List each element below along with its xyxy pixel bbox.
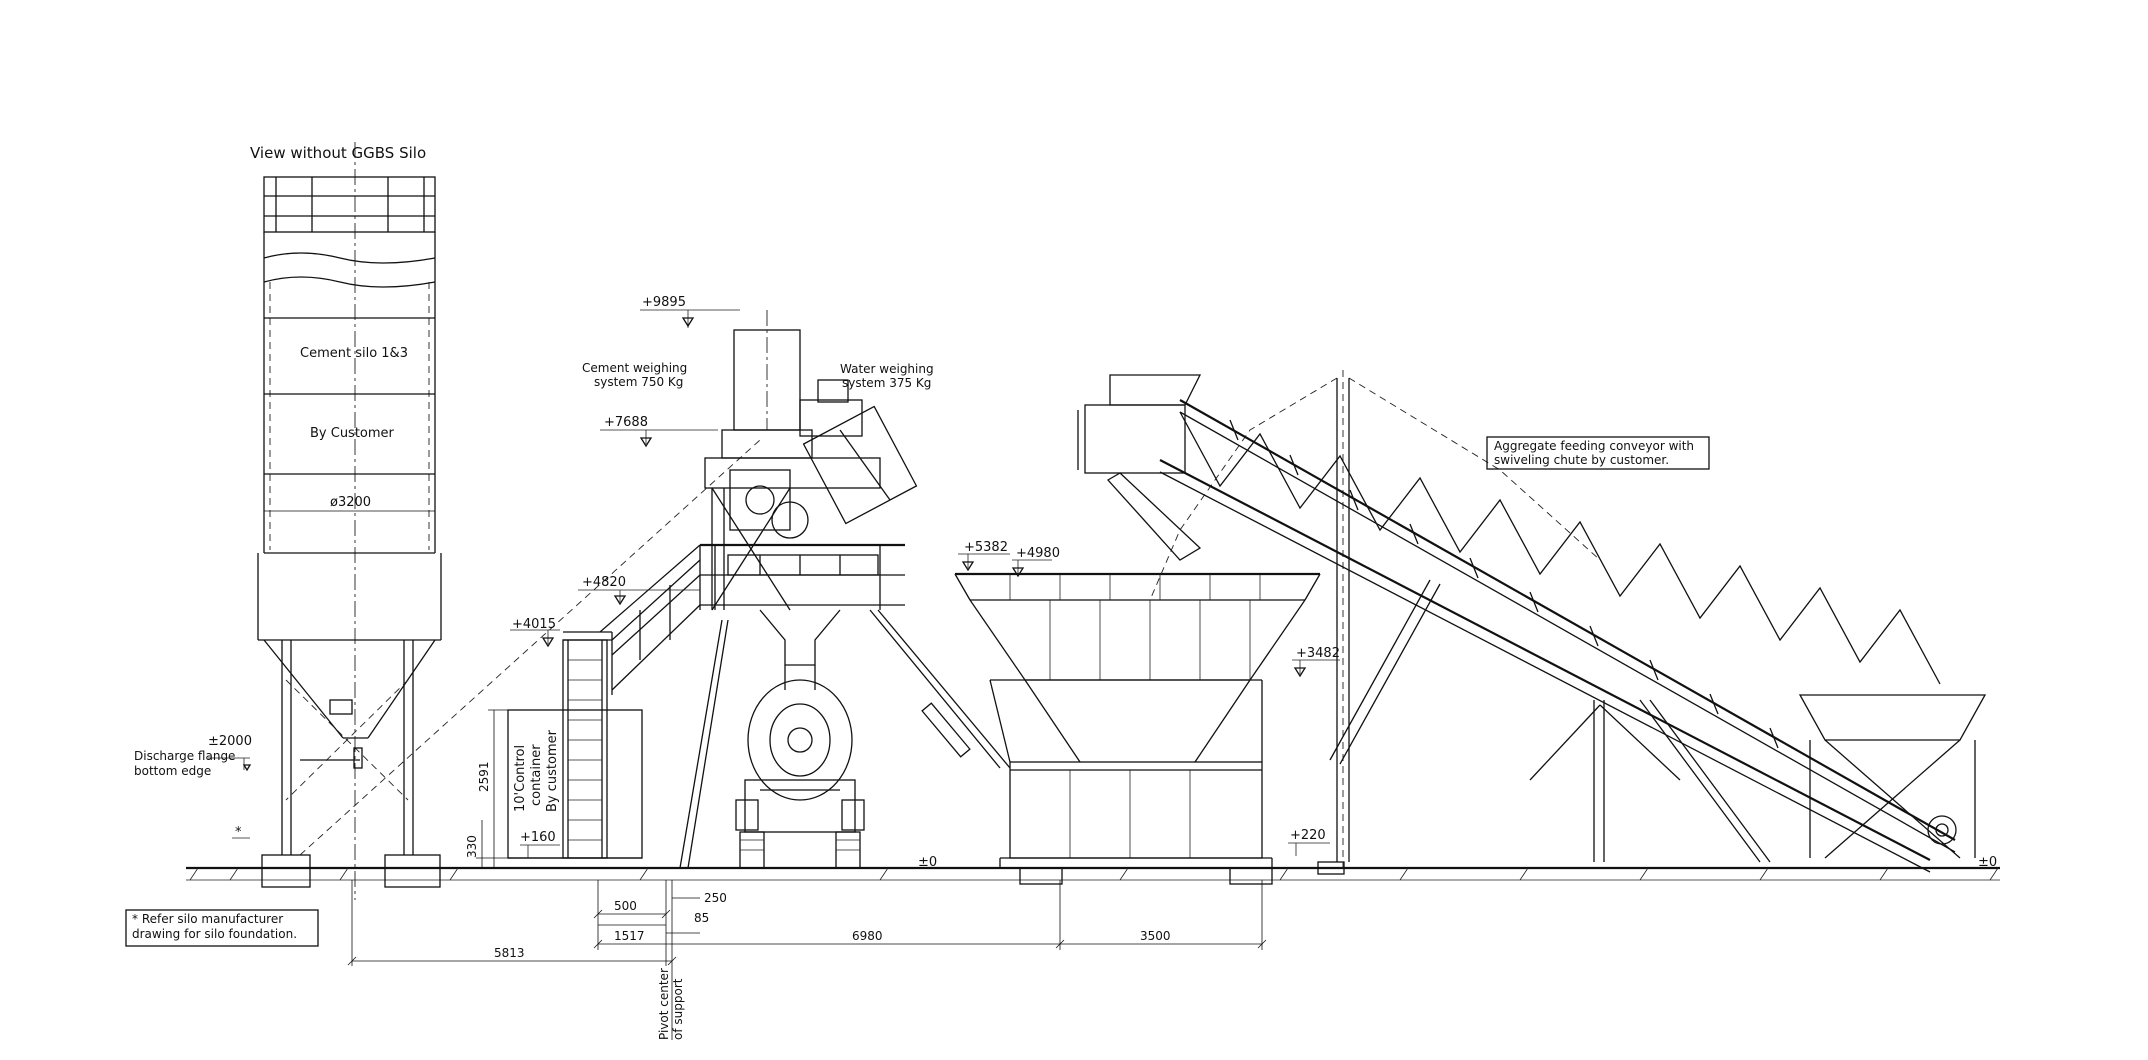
elev-step: +160 <box>520 830 556 845</box>
foundation-note-2: drawing for silo foundation. <box>132 927 297 941</box>
elev-bin-top: +5382 <box>964 540 1008 555</box>
silo-diameter: ø3200 <box>330 495 371 510</box>
discharge-note-2: bottom edge <box>134 764 211 778</box>
cement-weighing-2: system 750 Kg <box>594 375 683 389</box>
elev-ground-b: ±0 <box>1978 855 1997 870</box>
dim-container-height: 2591 <box>477 761 491 792</box>
cement-weighing-1: Cement weighing <box>582 361 687 375</box>
discharge-note-1: Discharge flange <box>134 749 235 763</box>
view-title: View without GGBS Silo <box>250 144 426 162</box>
elev-bin-foot: +220 <box>1290 828 1326 843</box>
container-label-1: 10'Control <box>513 745 528 812</box>
elev-mixer: +7688 <box>604 415 648 430</box>
cement-silo <box>257 142 761 900</box>
silo-supplier: By Customer <box>310 426 395 441</box>
conveyor-note-2: swiveling chute by customer. <box>1494 453 1669 467</box>
dimension-lines <box>347 709 1267 1040</box>
elev-platform: +4820 <box>582 575 626 590</box>
foundation-note-1: * Refer silo manufacturer <box>132 912 283 926</box>
control-container <box>507 631 643 859</box>
mixing-tower <box>599 310 1011 869</box>
dim-6980: 6980 <box>852 929 883 943</box>
silo-name: Cement silo 1&3 <box>300 346 408 361</box>
water-weighing-1: Water weighing <box>840 362 934 376</box>
elev-ground-a: ±0 <box>918 855 937 870</box>
elev-bin-hopper: +3482 <box>1296 646 1340 661</box>
aggregate-bin <box>954 572 1321 868</box>
elev-top: +9895 <box>642 295 686 310</box>
container-label-2: container <box>529 744 544 806</box>
dim-250: 250 <box>704 891 727 905</box>
conveyor-mast <box>1149 370 1601 868</box>
mixer-truck <box>735 679 865 869</box>
dim-500: 500 <box>614 899 637 913</box>
elev-bin-rim: +4980 <box>1016 546 1060 561</box>
dim-85: 85 <box>694 911 709 925</box>
foundation-note-box <box>125 909 319 947</box>
dim-1517: 1517 <box>614 929 645 943</box>
water-weighing-2: system 375 Kg <box>842 376 931 390</box>
dim-3500: 3500 <box>1140 929 1171 943</box>
elevation-markers <box>208 309 1340 858</box>
dim-container-base: 330 <box>465 835 479 858</box>
elev-stair-top: +4015 <box>512 617 556 632</box>
conveyor-note-box <box>1486 436 1710 470</box>
conveyor-note-1: Aggregate feeding conveyor with <box>1494 439 1694 453</box>
annotations: View without GGBS Silo Cement silo 1&3 B… <box>125 144 1997 1040</box>
elev-discharge: ±2000 <box>208 734 252 749</box>
ground <box>186 854 2000 888</box>
container-label-3: By customer <box>545 729 560 812</box>
inclined-conveyor <box>1077 374 1987 873</box>
pivot-label-1: Pivot center <box>657 968 671 1040</box>
asterisk: * <box>235 825 242 840</box>
pivot-label-2: of support <box>671 978 685 1040</box>
dim-5813: 5813 <box>494 946 525 960</box>
